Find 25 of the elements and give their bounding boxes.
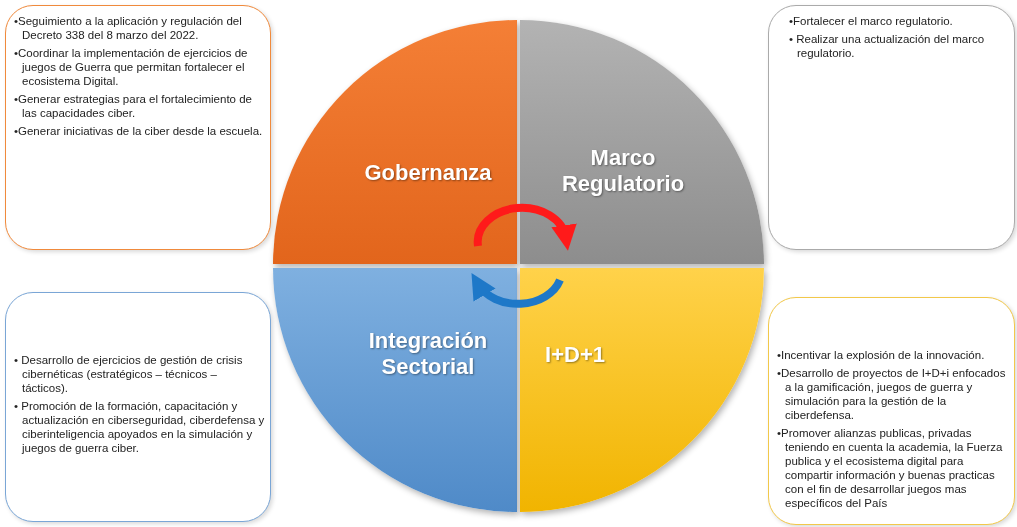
quadrant-title: Integración Sectorial: [367, 328, 489, 380]
bullet-text: •Incentivar la explosión de la innovación.: [777, 348, 986, 362]
text-card: [5, 292, 271, 522]
bullet-text: • Desarrollo de ejercicios de gestión de crisis cibernéticas (estratégicos – técnicos – tácticos).: [14, 353, 244, 395]
bullet-text: • Promoción de la formación, capacitación y actualización en ciberseguridad, ciberdefensa y ciberinteligencia apoyados en la simulación y juegos de guerra ciber.: [14, 399, 266, 455]
bullet-text: •Coordinar la implementación de ejercicios de juegos de Guerra que permitan fortalecer el ecosistema Digital.: [14, 46, 249, 88]
text-card: [5, 5, 271, 250]
quadrant-title: Gobernanza: [363, 160, 493, 186]
text-card: [768, 5, 1015, 250]
bullet-text: •Desarrollo de proyectos de I+D+i enfocados a la gamificación, juegos de guerra y simulación para la gestión de la ciberdefensa.: [777, 366, 1007, 422]
quadrant-segment: [273, 268, 517, 512]
quadrant-title: I+D+1: [544, 342, 606, 368]
quadrant-segment: [273, 20, 517, 264]
bullet-text: • Realizar una actualización del marco regulatorio.: [789, 32, 986, 60]
quadrant-title: Marco Regulatorio: [560, 145, 686, 197]
bullet-text: •Generar estrategias para el fortalecimiento de las capacidades ciber.: [14, 92, 253, 120]
text-card: [768, 297, 1015, 525]
bullet-text: •Generar iniciativas de la ciber desde la escuela.: [14, 124, 264, 138]
bullet-text: •Promover alianzas publicas, privadas teniendo en cuenta la academia, la Fuerza publica y el ecosistema digital para compartir información y buenas practicas con el fin de desarrollar juegos mas específicos del País: [777, 426, 1004, 510]
curved-arrow: [470, 273, 564, 308]
bullet-text: •Fortalecer el marco regulatorio.: [789, 14, 954, 28]
curved-arrow: [473, 203, 576, 251]
quadrant-segment: [520, 20, 764, 264]
quadrant-segment: [520, 268, 764, 512]
bullet-text: •Seguimiento a la aplicación y regulación del Decreto 338 del 8 marzo del 2022.: [14, 14, 243, 42]
